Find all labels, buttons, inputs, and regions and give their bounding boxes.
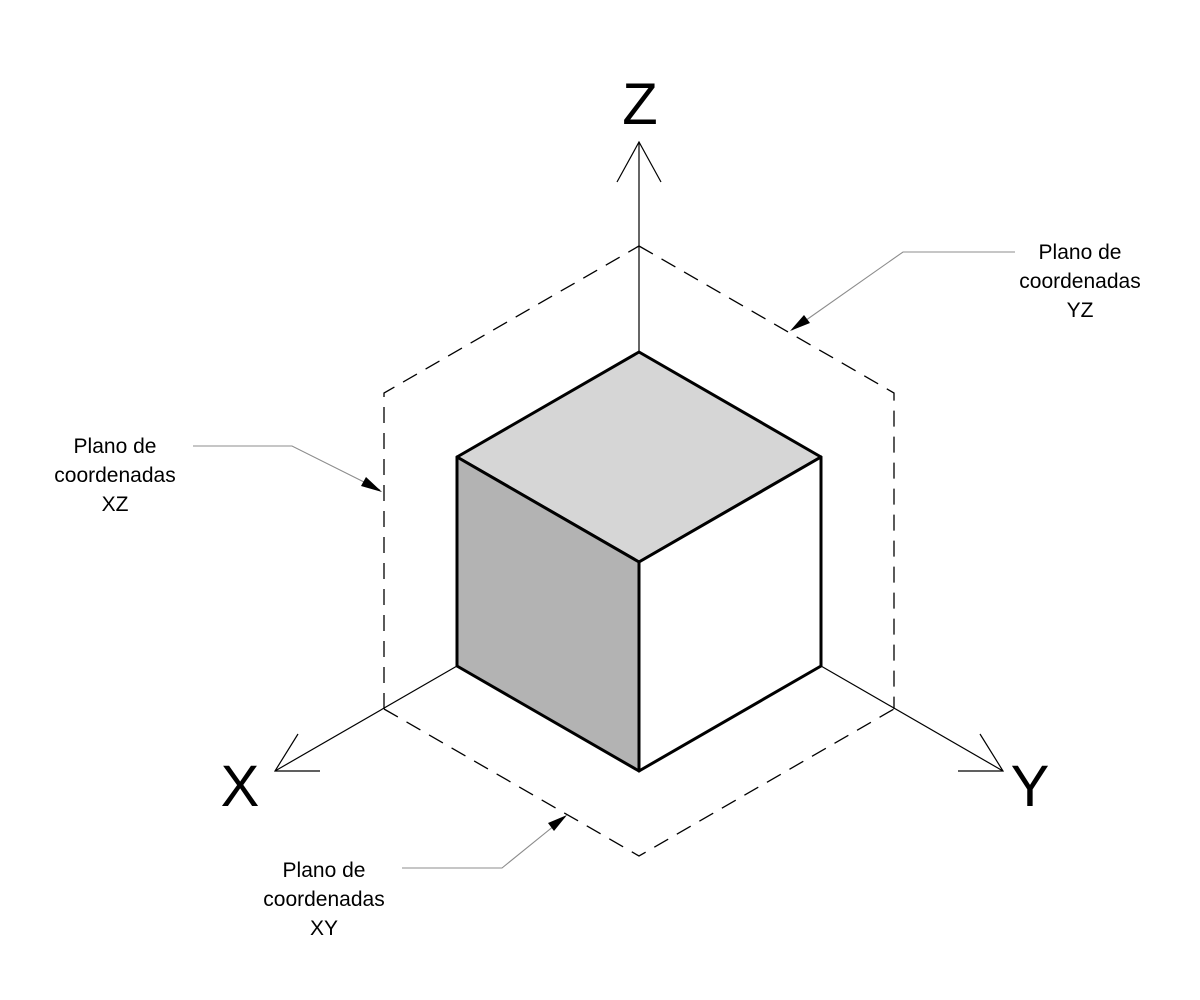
label-xy-line3: XY — [310, 917, 338, 940]
x-axis-arrowhead — [273, 733, 320, 772]
leader-xy — [402, 816, 566, 869]
x-axis-line — [274, 665, 458, 772]
y-axis-label: Y — [1011, 754, 1050, 819]
leader-xy-arrowhead — [548, 815, 567, 831]
label-xz-line3: XZ — [102, 493, 129, 516]
plane-xz — [383, 245, 640, 709]
leader-yz-arrowhead — [790, 315, 810, 331]
label-yz: Plano de coordenadas YZ — [1019, 241, 1140, 322]
label-yz-line1: Plano de — [1039, 241, 1122, 264]
coordinate-planes — [383, 245, 895, 857]
y-axis-line — [820, 665, 1004, 772]
label-yz-line3: YZ — [1067, 299, 1094, 322]
axes — [273, 140, 1005, 772]
y-axis-arrowhead — [958, 733, 1005, 772]
label-yz-line2: coordenadas — [1019, 270, 1140, 293]
plane-yz — [638, 245, 895, 709]
label-xz: Plano de coordenadas XZ — [54, 435, 175, 516]
cube — [455, 350, 823, 773]
label-xy: Plano de coordenadas XY — [263, 859, 384, 940]
x-axis-label: X — [221, 754, 260, 819]
leader-xz-arrowhead — [361, 477, 382, 492]
leader-xz — [193, 445, 381, 491]
label-xy-line1: Plano de — [283, 859, 366, 882]
plane-xy — [383, 708, 895, 857]
z-axis-arrowhead — [616, 140, 662, 183]
z-axis-label: Z — [622, 72, 657, 137]
label-xz-line2: coordenadas — [54, 464, 175, 487]
leaders — [193, 251, 1015, 869]
leader-yz — [791, 251, 1015, 331]
label-xz-line1: Plano de — [74, 435, 157, 458]
label-xy-line2: coordenadas — [263, 888, 384, 911]
cube-right-face — [637, 455, 823, 773]
